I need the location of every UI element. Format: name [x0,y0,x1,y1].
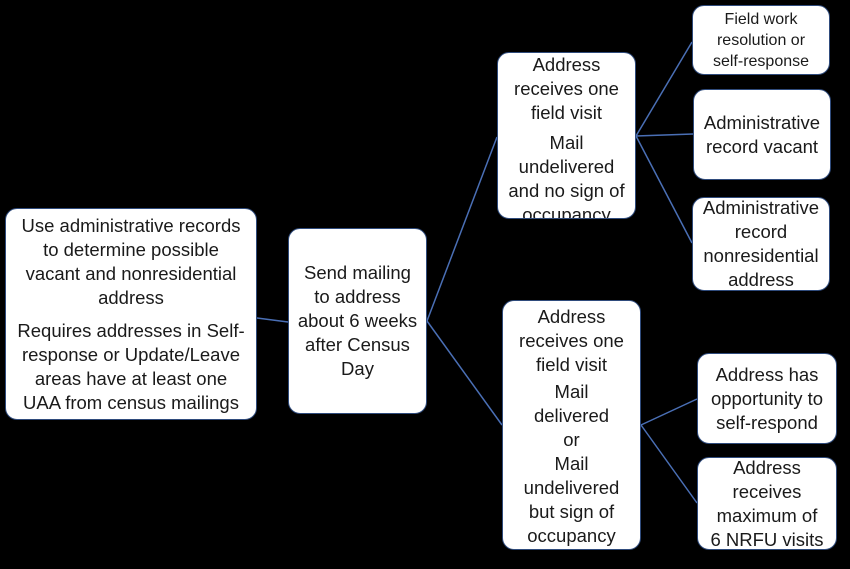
field-work-resolution-node: Field work resolution or self-response [692,5,830,75]
upper-to-fieldwork-connector [635,41,693,137]
lower-line-1: Address [537,306,606,327]
nrfu-visits-node: Address receives maximum of 6 NRFU visit… [697,457,837,550]
send-to-lower-connector [426,320,503,426]
upper-line-5: undelivered [518,156,615,177]
lower-line-9: but sign of [528,501,615,522]
lower-line-7: Mail [554,453,589,474]
nrfu-line-4: 6 NRFU visits [710,528,824,550]
nrfu-line-2: receives [732,480,802,502]
root-line-6: response or Update/Leave [21,343,241,365]
send-line-1: Send mailing [304,262,411,283]
fw-line-3: self-response [712,52,810,70]
opp-line-3: self-respond [716,411,818,433]
upper-to-vacant-connector [635,133,694,137]
arv-line-1: Administrative [703,111,821,133]
lower-line-2: receives one [519,330,624,351]
upper-line-7: occupancy [522,204,611,219]
arn-line-4: address [728,269,794,290]
root-line-8: UAA from census mailings [23,391,239,413]
send-line-3: about 6 weeks [297,310,418,331]
admin-record-vacant-node: Administrative record vacant [693,89,831,180]
fw-line-1: Field work [724,10,798,28]
send-line-5: Day [341,358,374,379]
root-to-send-connector [256,317,289,323]
fw-line-2: resolution or [716,31,806,49]
upper-line-1: Address [532,54,601,75]
root-line-1: Use administrative records [21,214,241,236]
lower-to-opportunity-connector [640,398,698,426]
connector-group [256,41,698,504]
arn-line-3: nonresidential [703,245,819,266]
root-line-3: vacant and nonresidential [25,262,237,284]
arn-line-1: Administrative [702,197,820,218]
mail-undelivered-no-occupancy-node: Address receives one field visit Mail un… [497,52,636,219]
root-line-5: Requires addresses in Self- [17,319,245,341]
upper-line-2: receives one [514,78,619,99]
nrfu-line-3: maximum of [716,504,818,526]
nrfu-line-1: Address [733,457,801,478]
lower-line-6: or [563,429,580,450]
arn-line-2: record [734,221,788,242]
root-node: Use administrative records to determine … [5,208,257,420]
admin-record-nonresidential-node: Administrative record nonresidential add… [692,197,830,291]
opp-line-1: Address has [715,363,819,385]
arv-line-2: record vacant [705,135,819,157]
send-line-2: to address [314,286,401,307]
lower-to-nrfu-connector [640,424,698,504]
send-to-upper-connector [426,136,498,322]
self-respond-opportunity-node: Address has opportunity to self-respond [697,353,837,444]
lower-line-4: Mail [554,381,589,402]
send-line-4: after Census [305,334,410,355]
root-line-7: areas have at least one [34,367,228,389]
lower-line-3: field visit [536,354,607,375]
lower-line-8: undelivered [523,477,620,498]
lower-line-10: occupancy [527,525,616,546]
opp-line-2: opportunity to [710,387,824,409]
upper-line-3: field visit [531,102,602,123]
lower-line-5: delivered [533,405,610,426]
send-mailing-node: Send mailing to address about 6 weeks af… [288,228,427,414]
upper-line-4: Mail [549,132,584,153]
upper-line-6: and no sign of [508,180,625,201]
mail-delivered-or-occupancy-node: Address receives one field visit Mail de… [502,300,641,550]
root-line-4: address [98,286,164,308]
upper-to-nonres-connector [635,135,693,244]
root-line-2: to determine possible [43,238,219,260]
